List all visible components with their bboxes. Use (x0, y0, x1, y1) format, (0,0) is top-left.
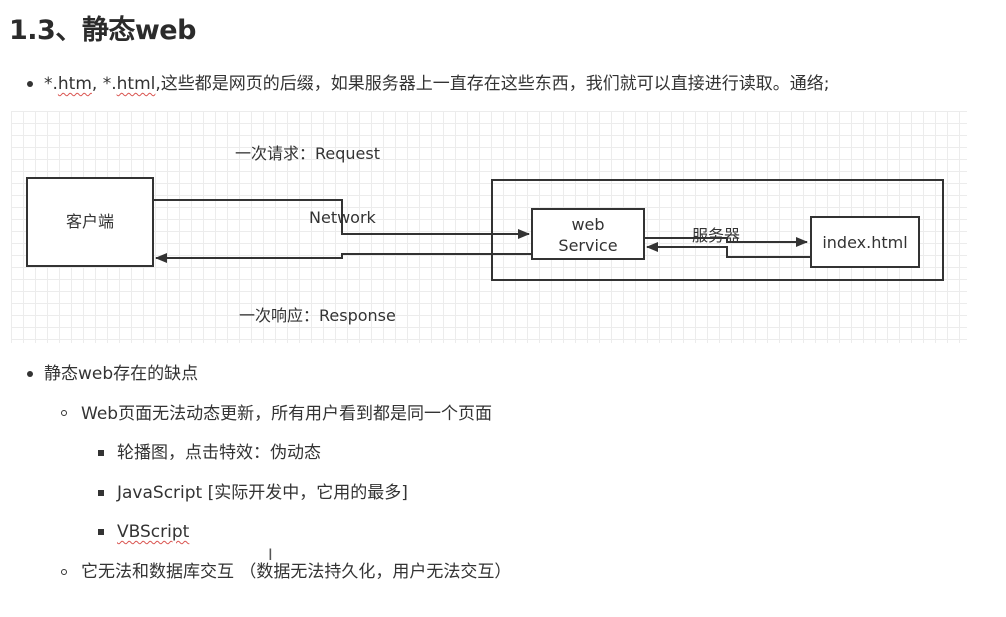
web-service-box: web Service (531, 208, 645, 260)
server-label: 服务器 (692, 226, 741, 245)
text-cursor-icon: I (268, 545, 273, 564)
client-label: 客户端 (65, 212, 114, 231)
drawback-subitem-3: VBScript (117, 522, 190, 542)
server-container (491, 179, 944, 281)
response-arrow (155, 253, 532, 263)
web-service-label: web Service (533, 214, 643, 256)
intro-sep: , *. (91, 74, 117, 94)
bullet-square (98, 450, 104, 456)
server-return-arrow (646, 242, 810, 258)
section-heading: 1.3、静态web (9, 15, 196, 46)
diagram-lines (154, 179, 944, 281)
bullet-square (98, 529, 104, 535)
intro-rest: ,这些都是网页的后缀，如果服务器上一直存在这些东西，我们就可以直接进行读取。通络… (155, 74, 830, 94)
index-html-label: index.html (822, 233, 908, 252)
web-service-line2: Service (558, 236, 618, 255)
drawback-item-1: Web页面无法动态更新，所有用户看到都是同一个页面 (81, 404, 493, 424)
bullet-disc (27, 371, 33, 377)
client-box: 客户端 (26, 177, 154, 267)
bullet-circle (61, 410, 67, 416)
drawback-item-2: 它无法和数据库交互 （数据无法持久化，用户无法交互） (81, 562, 512, 582)
server-forward-arrow (645, 237, 808, 247)
bullet-disc (27, 81, 33, 87)
web-service-line1: web (571, 215, 605, 234)
request-response-diagram: 一次请求：Request Network 一次响应：Response 服务器 客… (11, 111, 967, 343)
request-label: 一次请求：Request (235, 144, 380, 163)
bullet-circle (61, 569, 67, 575)
bullet-square (98, 490, 104, 496)
network-label: Network (309, 208, 376, 227)
index-html-box: index.html (810, 216, 920, 268)
intro-htm: htm (57, 74, 92, 94)
drawback-subitem-1: 轮播图，点击特效：伪动态 (117, 443, 321, 463)
drawback-subitem-2: JavaScript [实际开发中，它用的最多] (117, 483, 408, 503)
response-label: 一次响应：Response (239, 306, 396, 325)
request-arrow (154, 199, 530, 239)
intro-prefix: *. (44, 74, 58, 94)
intro-html: html (116, 74, 156, 94)
intro-text: *.htm, *.html,这些都是网页的后缀，如果服务器上一直存在这些东西，我… (44, 72, 830, 96)
drawbacks-heading: 静态web存在的缺点 (44, 364, 199, 384)
